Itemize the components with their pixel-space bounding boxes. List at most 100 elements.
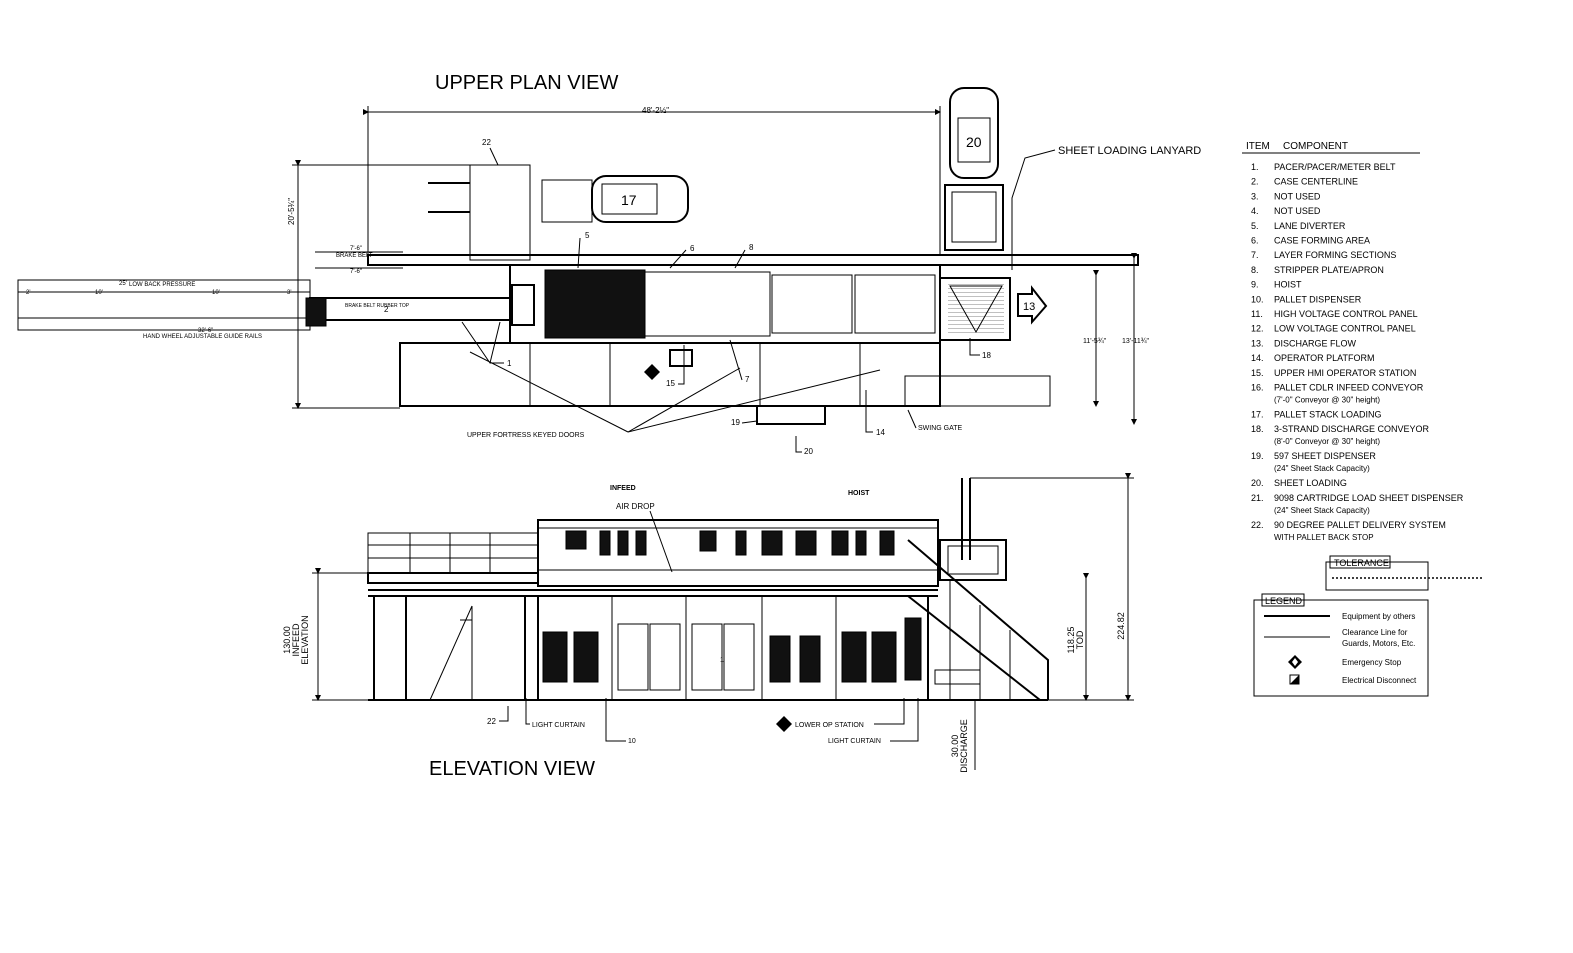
table-row-number: 2. bbox=[1251, 177, 1259, 187]
table-row-name: 9098 CARTRIDGE LOAD SHEET DISPENSER bbox=[1274, 493, 1464, 503]
discharge-flow-arrow bbox=[1017, 285, 1048, 325]
table-row: 20.SHEET LOADING bbox=[1251, 478, 1347, 488]
table-row-name: PALLET CDLR INFEED CONVEYOR bbox=[1274, 383, 1424, 393]
table-row: 6.CASE FORMING AREA bbox=[1251, 236, 1370, 246]
light-curtain-2-label: LIGHT CURTAIN bbox=[828, 738, 881, 745]
guide-rails-dim: 32'-6" bbox=[198, 328, 213, 334]
elevation-title: ELEVATION VIEW bbox=[429, 758, 595, 780]
table-row-number: 17. bbox=[1251, 410, 1264, 420]
table-row-number: 6. bbox=[1251, 236, 1259, 246]
right-outer-dim: 13'-11¾" bbox=[1122, 338, 1150, 345]
table-row: 8.STRIPPER PLATE/APRON bbox=[1251, 265, 1384, 275]
table-row-number: 4. bbox=[1251, 206, 1259, 216]
table-row: 16.PALLET CDLR INFEED CONVEYOR(7'-0" Con… bbox=[1251, 383, 1424, 405]
table-row-name: NOT USED bbox=[1274, 191, 1321, 201]
table-row-note: WITH PALLET BACK STOP bbox=[1274, 533, 1374, 542]
sheet-loading-cart bbox=[949, 87, 999, 179]
upper-window-row bbox=[565, 530, 895, 556]
table-row: 21.9098 CARTRIDGE LOAD SHEET DISPENSER(2… bbox=[1251, 493, 1464, 515]
table-row-number: 3. bbox=[1251, 191, 1259, 201]
table-row: 18.3-STRAND DISCHARGE CONVEYOR(8'-0" Con… bbox=[1251, 424, 1430, 446]
plan-height-label: 20'-5¾" bbox=[287, 198, 296, 225]
table-row: 4.NOT USED bbox=[1251, 206, 1321, 216]
svg-text:ITEM: ITEM bbox=[1246, 141, 1270, 152]
table-row-name: LANE DIVERTER bbox=[1274, 221, 1346, 231]
emergency-stop-icon bbox=[644, 364, 660, 380]
svg-text:1: 1 bbox=[720, 657, 724, 664]
table-row-number: 5. bbox=[1251, 221, 1259, 231]
svg-text:22: 22 bbox=[487, 717, 496, 726]
brake-rubber-label: BRAKE BELT RUBBER TOP bbox=[345, 303, 410, 309]
brake-belt-label: BRAKE BELT bbox=[336, 253, 373, 259]
table-row-name: HIGH VOLTAGE CONTROL PANEL bbox=[1274, 309, 1418, 319]
svg-text:Clearance Line for: Clearance Line for bbox=[1342, 628, 1408, 637]
emergency-stop-icon bbox=[776, 716, 792, 732]
swing-gate-label: SWING GATE bbox=[918, 425, 963, 432]
table-row: 7.LAYER FORMING SECTIONS bbox=[1251, 250, 1396, 260]
pallet-stack-loading bbox=[591, 175, 689, 223]
table-row: 17. PALLET STACK LOADING bbox=[1251, 410, 1382, 420]
table-row: 10.PALLET DISPENSER bbox=[1251, 294, 1362, 304]
table-row-name: STRIPPER PLATE/APRON bbox=[1274, 265, 1384, 275]
upper-platform-railing bbox=[367, 532, 539, 574]
table-row-name: OPERATOR PLATFORM bbox=[1274, 353, 1375, 363]
table-row-name: 3-STRAND DISCHARGE CONVEYOR bbox=[1274, 424, 1430, 434]
discharge-conveyor-plan bbox=[939, 277, 1011, 341]
table-row-name: 597 SHEET DISPENSER bbox=[1274, 451, 1376, 461]
lower-op-station-label: LOWER OP STATION bbox=[795, 722, 864, 729]
low-back-total-dim: 25' bbox=[119, 281, 127, 287]
table-row-name: PACER/PACER/METER BELT bbox=[1274, 162, 1396, 172]
table-row: 15.UPPER HMI OPERATOR STATION bbox=[1251, 368, 1416, 378]
svg-text:1: 1 bbox=[507, 359, 512, 368]
lane-diverter-area bbox=[544, 269, 646, 339]
svg-text:7: 7 bbox=[745, 375, 750, 384]
component-table: ITEM COMPONENT 1.PACER/PACER/METER BELT2… bbox=[1242, 141, 1464, 542]
callout-13: 13 bbox=[1023, 301, 1035, 313]
hoist-label: HOIST bbox=[848, 490, 870, 497]
svg-text:2: 2 bbox=[384, 305, 389, 314]
svg-text:7'-6": 7'-6" bbox=[350, 246, 362, 252]
svg-text:6: 6 bbox=[690, 244, 695, 253]
svg-text:19: 19 bbox=[731, 418, 740, 427]
infeed-elev-value: 130.00 bbox=[282, 626, 292, 654]
overall-length-label: 48'-2½" bbox=[642, 106, 669, 115]
svg-text:7'-6": 7'-6" bbox=[350, 269, 362, 275]
svg-text:Equipment by others: Equipment by others bbox=[1342, 612, 1415, 621]
table-row: 1.PACER/PACER/METER BELT bbox=[1251, 162, 1396, 172]
svg-text:Emergency Stop: Emergency Stop bbox=[1342, 658, 1402, 667]
tod-value: 118.25 bbox=[1066, 627, 1076, 654]
table-row-name: UPPER HMI OPERATOR STATION bbox=[1274, 368, 1416, 378]
table-row: 11.HIGH VOLTAGE CONTROL PANEL bbox=[1251, 309, 1418, 319]
table-row: 9.HOIST bbox=[1251, 280, 1302, 290]
guide-rails-label: HAND WHEEL ADJUSTABLE GUIDE RAILS bbox=[143, 334, 262, 340]
table-row: 2. CASE CENTERLINE bbox=[1251, 177, 1358, 187]
callout-17: 17 bbox=[621, 192, 637, 208]
table-row-number: 12. bbox=[1251, 324, 1264, 334]
hoist-carriage bbox=[939, 539, 1007, 581]
table-row: 14.OPERATOR PLATFORM bbox=[1251, 353, 1375, 363]
table-row-number: 20. bbox=[1251, 478, 1264, 488]
svg-text:5: 5 bbox=[585, 231, 590, 240]
legend-box: LEGEND Equipment by others Clearance Lin… bbox=[1253, 593, 1429, 697]
infeed-label: INFEED bbox=[610, 485, 636, 492]
sheet-loading-lanyard-label: SHEET LOADING LANYARD bbox=[1058, 145, 1201, 157]
table-row-name: CASE CENTERLINE bbox=[1274, 177, 1358, 187]
table-row-number: 10. bbox=[1251, 294, 1264, 304]
upper-plan-title: UPPER PLAN VIEW bbox=[435, 72, 619, 94]
operator-platform-plan bbox=[904, 375, 1051, 407]
svg-text:10': 10' bbox=[212, 290, 220, 296]
table-row-name: PALLET STACK LOADING bbox=[1274, 410, 1382, 420]
svg-text:15: 15 bbox=[666, 379, 675, 388]
svg-text:14: 14 bbox=[876, 428, 885, 437]
table-row-number: 18. bbox=[1251, 424, 1264, 434]
callout-20-plan: 20 bbox=[966, 134, 982, 150]
svg-text:18: 18 bbox=[982, 351, 991, 360]
table-row-name: LOW VOLTAGE CONTROL PANEL bbox=[1274, 324, 1416, 334]
table-row-number: 13. bbox=[1251, 338, 1264, 348]
svg-text:ELEVATION: ELEVATION bbox=[300, 615, 310, 664]
pallet-delivery-system bbox=[469, 164, 531, 261]
table-row: 3. NOT USED bbox=[1251, 191, 1321, 201]
svg-text:2': 2' bbox=[26, 290, 30, 296]
table-row: 12. LOW VOLTAGE CONTROL PANEL bbox=[1251, 324, 1416, 334]
